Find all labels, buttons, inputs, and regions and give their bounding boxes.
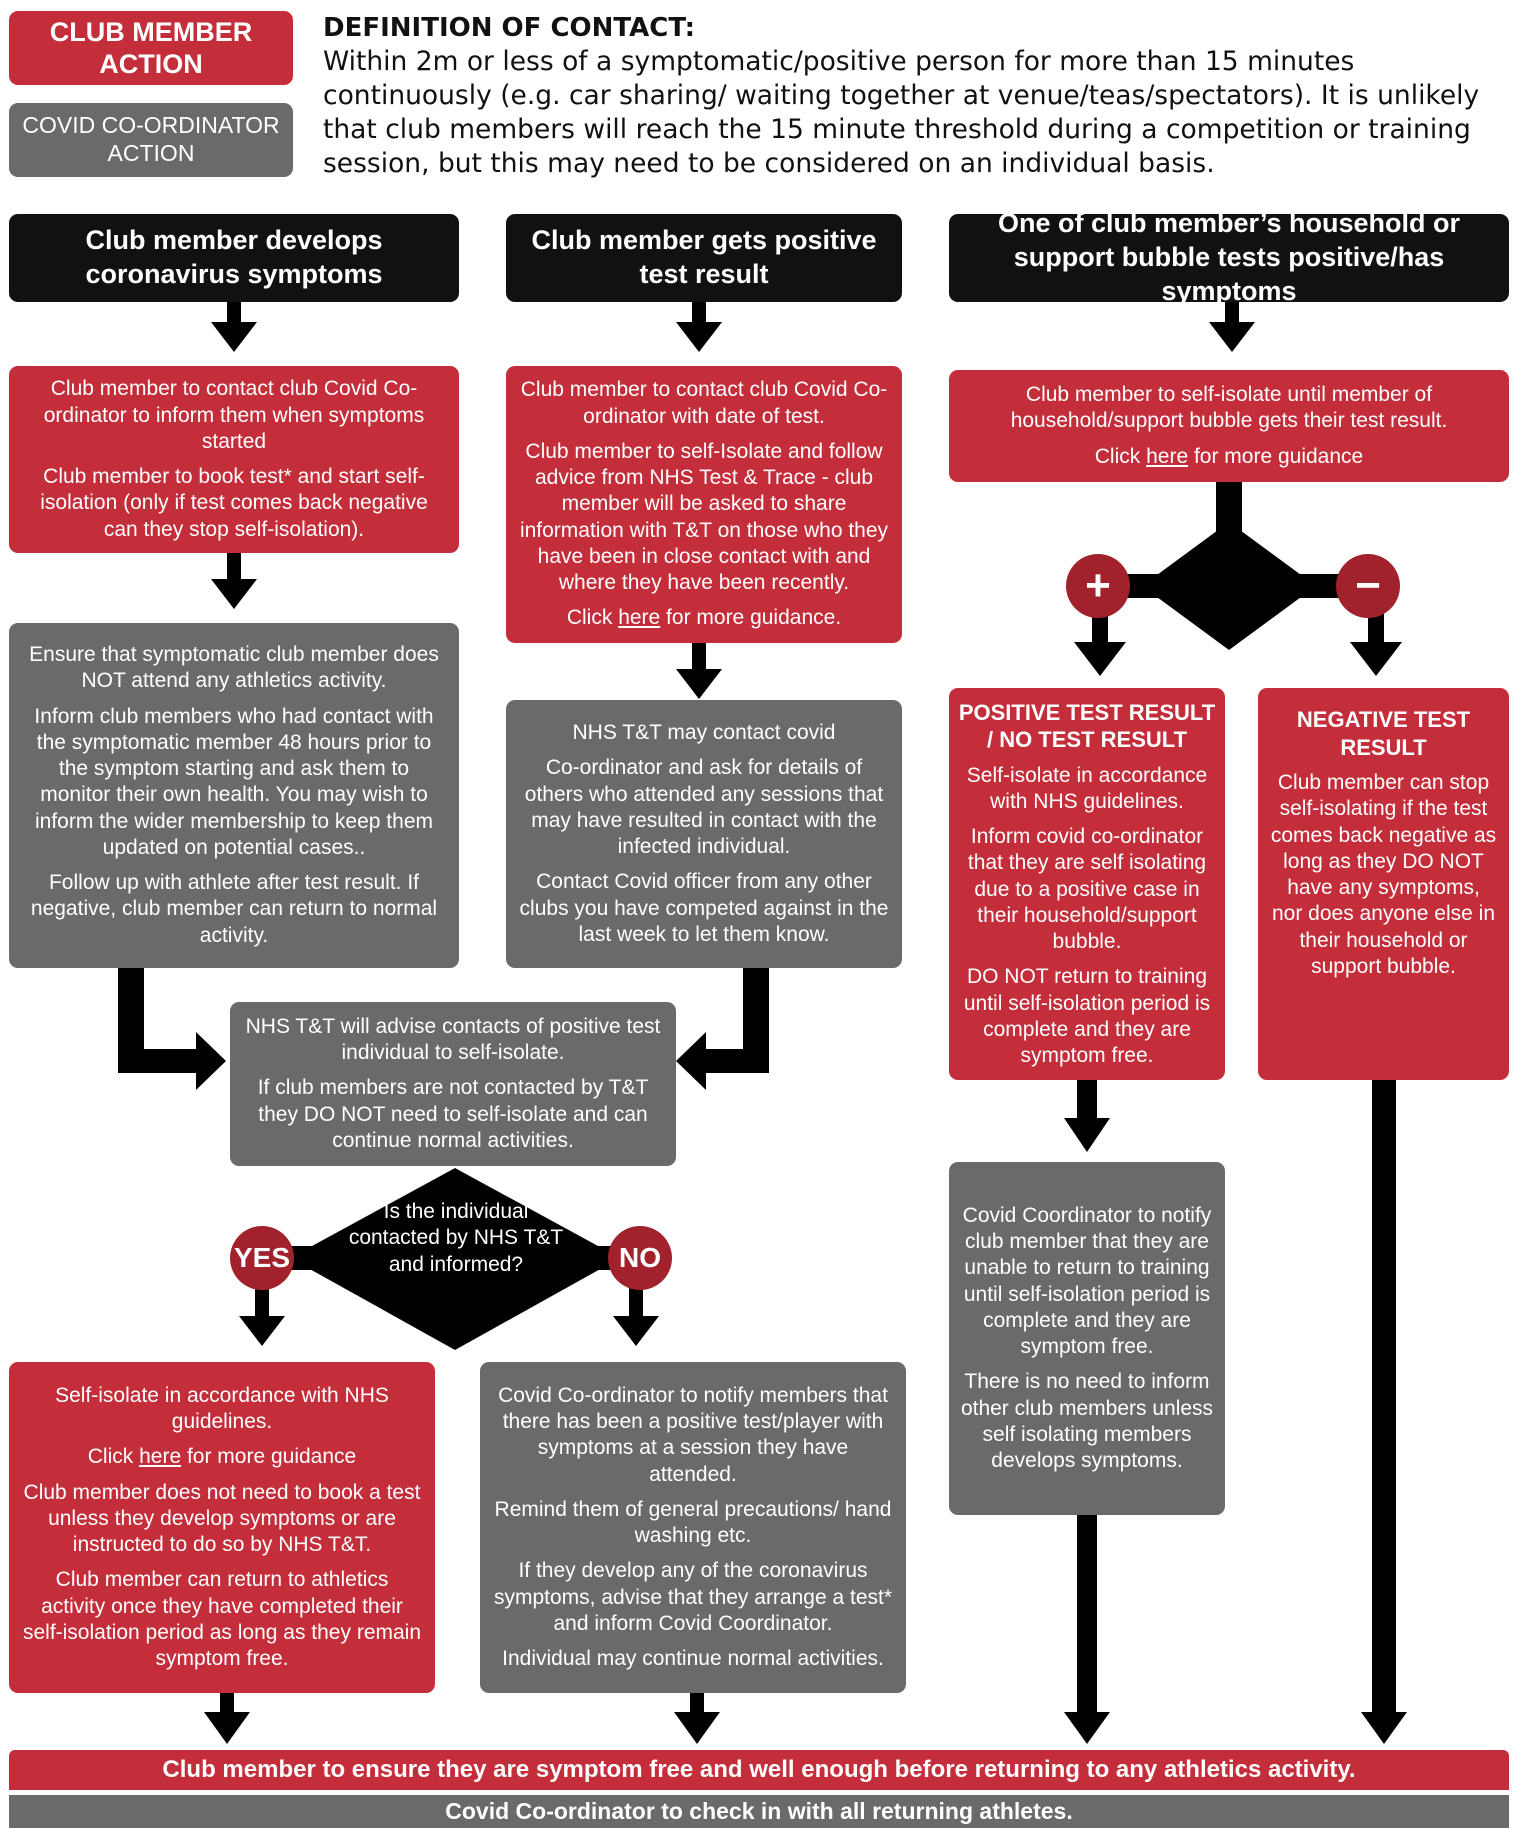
legend-coordinator-action: COVID CO-ORDINATOR ACTION (9, 103, 293, 177)
positive-contact-p1: Club member to contact club Covid Co-ord… (520, 378, 888, 428)
ensure-p3: Follow up with athlete after test result… (30, 871, 438, 947)
negative-result-title: NEGATIVE TEST RESULT (1296, 707, 1471, 760)
definition-text: Within 2m or less of a symptomatic/posit… (323, 46, 1480, 179)
decision-question: Is the individual contacted by NHS T&T a… (348, 1200, 564, 1276)
nhs-contact-box: NHS T&T may contact covid Co-ordinator a… (506, 700, 902, 968)
advise-p1: NHS T&T will advise contacts of positive… (245, 1014, 661, 1065)
yes-guidance-line: Click here for more guidance (88, 1444, 356, 1470)
legend-club-member-label: CLUB MEMBER ACTION (49, 16, 253, 79)
click-pre: Click (1094, 444, 1147, 468)
positive-contact-p2: Club member to self-Isolate and follow a… (519, 439, 889, 595)
pos-p1: Self-isolate in accordance with NHS guid… (966, 763, 1208, 813)
yes-p1: Self-isolate in accordance with NHS guid… (55, 1383, 389, 1433)
legend-coordinator-label: COVID CO-ORDINATOR ACTION (22, 112, 280, 166)
no-outcome-box: Covid Co-ordinator to notify members tha… (480, 1362, 906, 1693)
yes-badge: YES (230, 1226, 294, 1290)
nhs-p2: Co-ordinator and ask for details of othe… (524, 756, 884, 858)
pos-p2: Inform covid co-ordinator that they are … (967, 825, 1207, 954)
household-guidance-line: Click here for more guidance (1095, 444, 1363, 470)
header-household-text: One of club member’s household or suppor… (997, 208, 1461, 306)
minus-icon: − (1355, 561, 1381, 610)
positive-result-title: POSITIVE TEST RESULT / NO TEST RESULT (958, 699, 1216, 753)
definition-of-contact: DEFINITION OF CONTACT: Within 2m or less… (323, 12, 1528, 181)
advise-contacts-box: NHS T&T will advise contacts of positive… (230, 1002, 676, 1166)
definition-title: DEFINITION OF CONTACT: (323, 13, 696, 43)
household-isolate-box: Club member to self-isolate until member… (949, 370, 1509, 482)
header-household: One of club member’s household or suppor… (949, 208, 1509, 306)
nhs-p3: Contact Covid officer from any other clu… (519, 870, 889, 946)
minus-badge: − (1336, 554, 1400, 618)
pos-p3: DO NOT return to training until self-iso… (963, 965, 1211, 1068)
negative-result-box: NEGATIVE TEST RESULT Club member can sto… (1258, 688, 1509, 1080)
ensure-p1: Ensure that symptomatic club member does… (29, 643, 439, 693)
yes-p2: Club member does not need to book a test… (23, 1480, 421, 1557)
plus-icon: + (1085, 561, 1111, 610)
symptoms-contact-p1: Club member to contact club Covid Co-ord… (43, 377, 425, 453)
no-p3: If they develop any of the coronavirus s… (493, 1559, 893, 1635)
no-p4: Individual may continue normal activitie… (502, 1647, 884, 1670)
header-symptoms-text: Club member develops coronavirus symptom… (85, 225, 383, 289)
guidance-link[interactable]: here (1146, 444, 1189, 468)
guidance-link[interactable]: here (618, 606, 661, 630)
positive-contact-box: Club member to contact club Covid Co-ord… (506, 366, 902, 643)
coord-p2: There is no need to inform other club me… (960, 1370, 1214, 1472)
advise-p2: If club members are not contacted by T&T… (257, 1076, 649, 1152)
legend-club-member-action: CLUB MEMBER ACTION (9, 11, 293, 85)
neg-p1: Club member can stop self-isolating if t… (1270, 771, 1497, 978)
ensure-p2: Inform club members who had contact with… (34, 704, 434, 859)
coord-p1: Covid Coordinator to notify club member … (962, 1203, 1212, 1358)
plus-badge: + (1066, 554, 1130, 618)
header-positive: Club member gets positive test result (506, 214, 902, 302)
click-post: for more guidance (181, 1445, 357, 1469)
no-label: NO (619, 1242, 661, 1273)
yes-label: YES (233, 1242, 291, 1273)
click-post: for more guidance (1188, 444, 1364, 468)
coordinator-notify-box: Covid Coordinator to notify club member … (949, 1162, 1225, 1515)
no-p2: Remind them of general precautions/ hand… (494, 1497, 892, 1547)
click-pre: Click (566, 606, 619, 630)
yes-p3: Club member can return to athletics acti… (22, 1568, 422, 1670)
symptoms-contact-box: Club member to contact club Covid Co-ord… (9, 366, 459, 553)
no-p1: Covid Co-ordinator to notify members tha… (498, 1383, 888, 1486)
symptoms-contact-p2: Club member to book test* and start self… (40, 465, 428, 541)
header-symptoms: Club member develops coronavirus symptom… (9, 214, 459, 302)
symptoms-ensure-box: Ensure that symptomatic club member does… (9, 623, 459, 968)
positive-result-box: POSITIVE TEST RESULT / NO TEST RESULT Se… (949, 688, 1225, 1080)
footer-red-banner: Club member to ensure they are symptom f… (9, 1750, 1509, 1790)
click-pre: Click (87, 1445, 140, 1469)
nhs-p1: NHS T&T may contact covid (572, 721, 836, 744)
footer-grey-banner: Covid Co-ordinator to check in with all … (9, 1795, 1509, 1828)
household-isolate-p1: Club member to self-isolate until member… (1010, 383, 1448, 433)
no-badge: NO (608, 1226, 672, 1290)
guidance-link[interactable]: here (139, 1445, 182, 1469)
positive-guidance-line: Click here for more guidance. (567, 605, 841, 631)
header-positive-text: Club member gets positive test result (531, 225, 877, 289)
footer-grey-text: Covid Co-ordinator to check in with all … (445, 1798, 1073, 1824)
footer-red-text: Club member to ensure they are symptom f… (162, 1756, 1356, 1783)
yes-outcome-box: Self-isolate in accordance with NHS guid… (9, 1362, 435, 1693)
click-post: for more guidance. (660, 606, 842, 630)
